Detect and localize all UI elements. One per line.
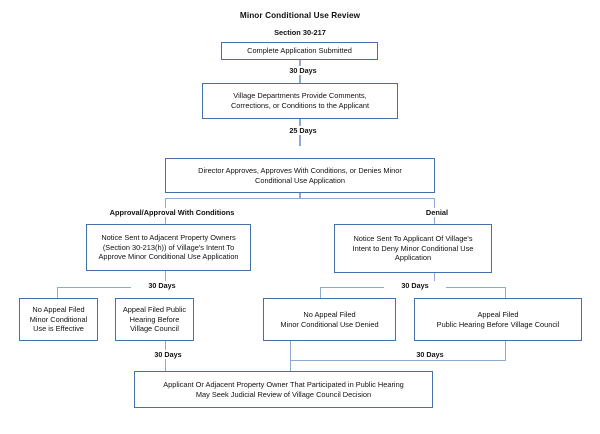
- edge-label-30-days-3: 30 Days: [384, 281, 446, 290]
- node-notice-applicant-deny[interactable]: Notice Sent To Applicant Of Village's In…: [334, 224, 492, 273]
- node-appeal-public-hearing-left[interactable]: Appeal Filed Public Hearing Before Villa…: [115, 298, 194, 341]
- node-judicial-review[interactable]: Applicant Or Adjacent Property Owner Tha…: [134, 371, 433, 408]
- connector-line: [165, 271, 167, 288]
- connector-line: [57, 287, 165, 289]
- edge-label-30-days-4: 30 Days: [137, 350, 199, 359]
- connector-line: [320, 287, 322, 298]
- connector-line: [505, 341, 507, 361]
- node-no-appeal-denied[interactable]: No Appeal Filed Minor Conditional Use De…: [263, 298, 396, 341]
- connector-line: [165, 198, 435, 200]
- edge-label-25-days: 25 Days: [272, 126, 334, 135]
- node-village-departments[interactable]: Village Departments Provide Comments, Co…: [202, 83, 398, 119]
- node-no-appeal-effective[interactable]: No Appeal Filed Minor Conditional Use is…: [19, 298, 98, 341]
- edge-label-30-days-5: 30 Days: [399, 350, 461, 359]
- connector-line: [290, 341, 292, 361]
- edge-label-30-days-2: 30 Days: [131, 281, 193, 290]
- branch-label-denial: Denial: [394, 208, 480, 217]
- connector-line: [57, 287, 59, 298]
- page-subtitle: Section 30-217: [274, 28, 326, 37]
- connector-line: [290, 360, 505, 362]
- edge-label-30-days-1: 30 Days: [272, 66, 334, 75]
- connector-line: [505, 287, 507, 298]
- node-director-decision[interactable]: Director Approves, Approves With Conditi…: [165, 158, 435, 193]
- node-notice-adjacent-owners[interactable]: Notice Sent to Adjacent Property Owners …: [86, 224, 251, 271]
- connector-line: [434, 273, 436, 288]
- connector-line: [299, 193, 301, 199]
- page-title: Minor Conditional Use Review: [239, 11, 361, 20]
- node-appeal-public-hearing-right[interactable]: Appeal Filed Public Hearing Before Villa…: [414, 298, 582, 341]
- connector-line: [290, 360, 292, 371]
- branch-label-approval: Approval/Approval With Conditions: [86, 208, 258, 217]
- node-complete-application[interactable]: Complete Application Submitted: [221, 42, 378, 60]
